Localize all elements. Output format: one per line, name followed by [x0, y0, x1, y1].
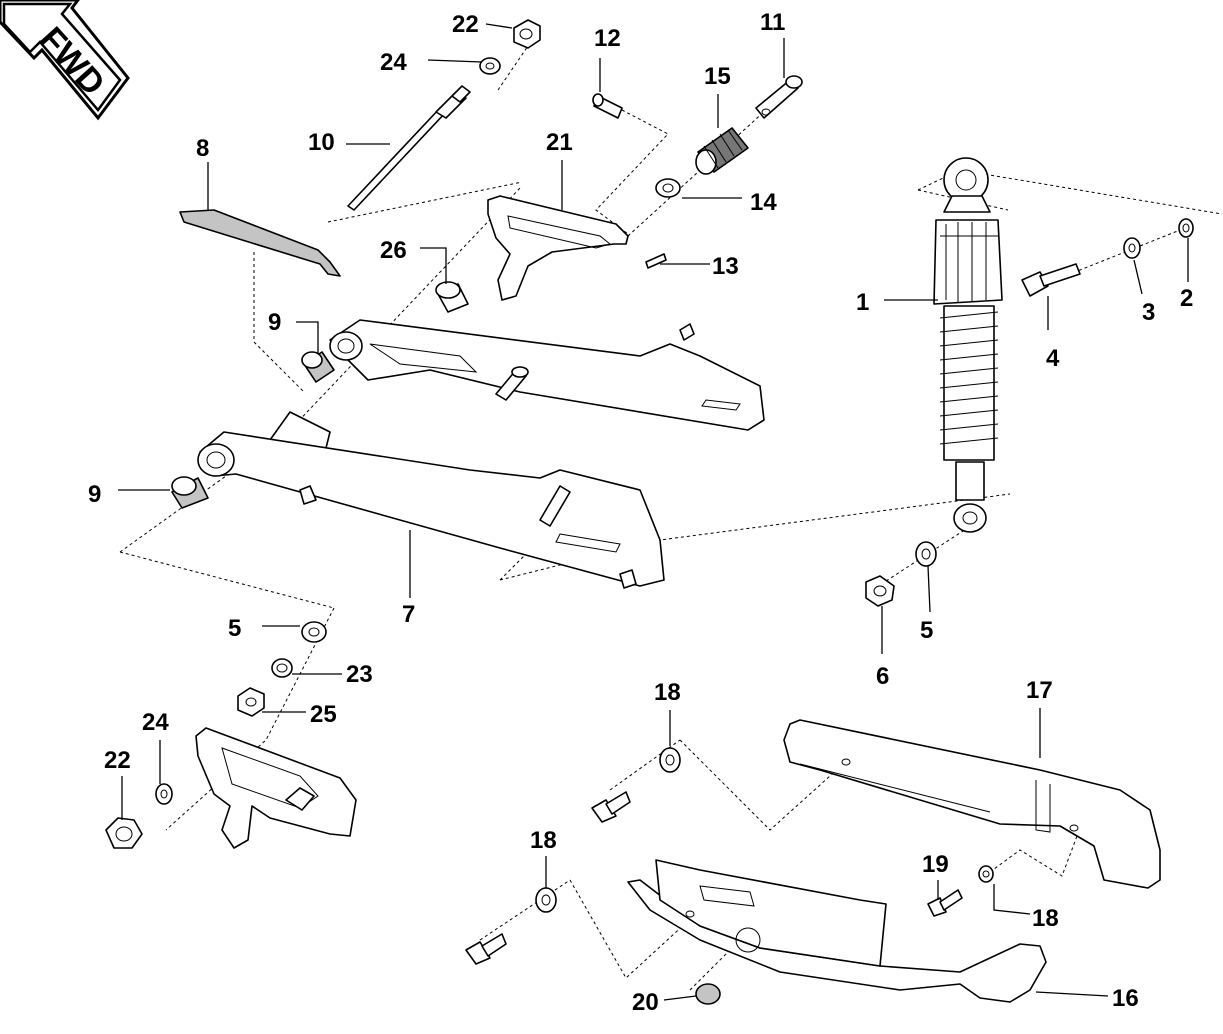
callout-17: 17 [1026, 677, 1053, 704]
adjuster-plate-21 [487, 195, 629, 301]
callout-22-lower: 22 [104, 747, 131, 774]
callout-22-top: 22 [452, 11, 479, 38]
callout-labels: 22 24 12 11 15 10 8 21 14 13 26 9 9 7 1 … [88, 9, 1193, 1016]
callout-13: 13 [712, 253, 739, 280]
cotter-pin-13 [645, 253, 667, 269]
washer-5-left [301, 621, 327, 643]
callout-19: 19 [922, 851, 949, 878]
shock-absorber-1 [933, 157, 1003, 533]
bushing-26 [435, 281, 469, 313]
callout-15: 15 [704, 63, 731, 90]
callout-5-right: 5 [920, 617, 933, 644]
bolt-18-upper [591, 791, 631, 823]
callout-10: 10 [308, 129, 335, 156]
washer-14 [655, 178, 681, 198]
clevis-pin-11 [755, 75, 803, 119]
grommet-20 [695, 983, 721, 1005]
washer-5-right [915, 541, 937, 567]
callout-14: 14 [750, 189, 777, 216]
nut-6 [865, 575, 895, 607]
callout-3: 3 [1142, 299, 1155, 326]
callout-1: 1 [856, 289, 869, 316]
bushing-9-lower [171, 476, 209, 509]
washer-23 [271, 658, 293, 678]
fwd-label: FWD [32, 20, 112, 103]
pivot-bolt-10 [347, 85, 471, 211]
callout-24-lower: 24 [142, 709, 169, 736]
bolt-18-middle [465, 933, 507, 965]
washer-18-upper [659, 747, 681, 773]
adjuster-plate-lower [195, 727, 357, 849]
callout-11: 11 [760, 9, 785, 36]
nut-25 [237, 687, 265, 717]
callout-18-upper: 18 [654, 679, 681, 706]
chain-guard-8 [179, 209, 341, 277]
bolt-4 [1021, 263, 1081, 297]
chain-case-16 [627, 859, 1047, 1003]
washer-24-top [479, 57, 501, 75]
forward-arrow-icon: FWD [0, 0, 130, 121]
callout-21: 21 [546, 129, 573, 156]
callout-18-middle: 18 [530, 827, 557, 854]
callout-9-lower: 9 [88, 481, 101, 508]
callout-23: 23 [346, 661, 373, 688]
callout-9-upper: 9 [268, 309, 281, 336]
bolt-19 [927, 889, 963, 917]
chain-case-17 [783, 719, 1161, 889]
washer-3 [1123, 237, 1141, 259]
callout-18-right: 18 [1032, 905, 1059, 932]
callout-6: 6 [876, 663, 889, 690]
callout-8: 8 [196, 135, 209, 162]
bushing-9-upper [301, 351, 335, 383]
callout-7: 7 [402, 601, 415, 628]
leader-lines [118, 23, 1189, 1001]
nut-22-top [513, 19, 541, 49]
callout-24-top: 24 [380, 49, 407, 76]
nut-22-lower [105, 817, 143, 849]
callout-16: 16 [1112, 985, 1139, 1012]
washer-18-right [978, 865, 994, 883]
callout-5-left: 5 [228, 615, 241, 642]
callout-20: 20 [632, 989, 659, 1016]
callout-4: 4 [1046, 345, 1060, 372]
callout-12: 12 [594, 25, 621, 52]
washer-24-lower [155, 783, 173, 805]
callout-2: 2 [1180, 285, 1193, 312]
nut-2 [1178, 218, 1194, 238]
spring-15 [695, 127, 749, 175]
clevis-pin-12 [592, 93, 623, 119]
callout-26: 26 [380, 237, 407, 264]
callout-25: 25 [310, 701, 337, 728]
washer-18-middle [535, 887, 557, 913]
swingarm-7 [197, 319, 765, 589]
